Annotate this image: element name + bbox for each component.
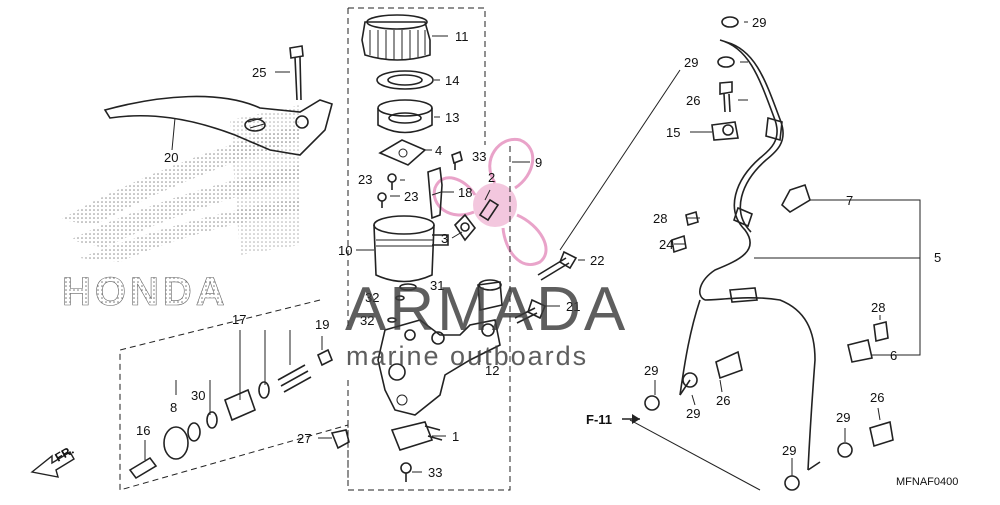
- stay-bracket: [427, 166, 443, 220]
- screw-33-lower: [400, 462, 412, 482]
- callout-31: 31: [430, 278, 444, 293]
- diaphragm-plate: [376, 70, 434, 90]
- bolt-26-upper: [719, 81, 733, 113]
- reservoir-cap: [361, 14, 431, 61]
- bolts-lower-right: [644, 350, 894, 491]
- callout-9: 9: [535, 155, 542, 170]
- diagram-code: MFNAF0400: [896, 476, 958, 488]
- reservoir-tank: [373, 215, 449, 283]
- brake-hose-lower: [679, 287, 821, 471]
- brake-light-switch: [390, 421, 443, 451]
- callout-24: 24: [659, 237, 673, 252]
- callout-20: 20: [164, 150, 178, 165]
- front-direction-indicator: FR.: [30, 443, 76, 478]
- brake-hose-upper: [699, 39, 784, 301]
- callout-32-upper: 32: [365, 290, 379, 305]
- callout-29-top: 29: [752, 15, 766, 30]
- callout-10: 10: [338, 243, 352, 258]
- reference-f11: F-11: [586, 412, 640, 427]
- arrow-right-icon: [632, 414, 640, 424]
- callout-27: 27: [297, 431, 311, 446]
- tagline-watermark: marine outboards: [346, 341, 588, 371]
- pivot-bolt: [289, 45, 304, 101]
- callout-29-bottom: 29: [782, 443, 796, 458]
- leader-lines: [144, 21, 921, 476]
- callout-33-upper: 33: [472, 149, 486, 164]
- callout-28-lower: 28: [871, 300, 885, 315]
- float-plate: [378, 139, 427, 166]
- hose-clamp-6: [847, 339, 873, 363]
- callout-12: 12: [485, 363, 499, 378]
- bolt-22: [537, 250, 578, 281]
- part-labels: 11 14 13 4 33 9 2 23 23 18 3 10 22 31 32…: [136, 15, 941, 480]
- callout-30: 30: [191, 388, 205, 403]
- callout-25: 25: [252, 65, 266, 80]
- honda-wordmark-watermark: HONDA: [62, 270, 229, 314]
- master-cylinder-body: [377, 279, 503, 416]
- callout-22: 22: [590, 253, 604, 268]
- callout-23-upper: 23: [358, 172, 372, 187]
- brand-watermark: ARMADA: [345, 275, 628, 344]
- callout-11: 11: [455, 29, 469, 44]
- banjo-joint-15: [711, 121, 739, 141]
- bolt-21: [514, 298, 547, 324]
- reference-label: F-11: [586, 412, 612, 427]
- callout-18: 18: [458, 185, 472, 200]
- callout-6: 6: [890, 348, 897, 363]
- callout-23-lower: 23: [404, 189, 418, 204]
- callout-29-middle: 29: [686, 406, 700, 421]
- callout-26-right: 26: [870, 390, 884, 405]
- callout-13: 13: [445, 110, 459, 125]
- brake-lever: [103, 95, 333, 156]
- screw-33-upper: [451, 150, 463, 170]
- washers-29-upper: [717, 16, 739, 68]
- boot-cap: [330, 429, 350, 450]
- callout-21: 21: [566, 299, 580, 314]
- callout-17: 17: [232, 312, 246, 327]
- screw-23-upper: [387, 173, 397, 190]
- front-arrow-icon: [30, 451, 75, 478]
- callout-28-upper: 28: [653, 211, 667, 226]
- hose-clamp-7: [780, 183, 811, 213]
- callout-29-second: 29: [684, 55, 698, 70]
- callout-15: 15: [666, 125, 680, 140]
- callout-32-lower: 32: [360, 313, 374, 328]
- callout-26-middle: 26: [716, 393, 730, 408]
- callout-1: 1: [452, 429, 459, 444]
- armada-propeller-logo: [432, 137, 548, 266]
- callout-19: 19: [315, 317, 329, 332]
- washers-31-32: [387, 283, 417, 323]
- callout-4: 4: [435, 143, 442, 158]
- callout-14: 14: [445, 73, 459, 88]
- callout-7: 7: [846, 193, 853, 208]
- callout-3: 3: [441, 231, 448, 246]
- honda-wing-watermark: [60, 105, 300, 262]
- callout-26-upper: 26: [686, 93, 700, 108]
- diaphragm: [377, 99, 433, 134]
- callout-33-lower: 33: [428, 465, 442, 480]
- callout-29-right: 29: [836, 410, 850, 425]
- hose-joint: [453, 198, 500, 242]
- callout-29-left: 29: [644, 363, 658, 378]
- bolts-24-28: [671, 210, 889, 342]
- callout-2: 2: [488, 170, 495, 185]
- callout-8: 8: [170, 400, 177, 415]
- callout-5: 5: [934, 250, 941, 265]
- screw-23-lower: [377, 192, 387, 208]
- callout-16: 16: [136, 423, 150, 438]
